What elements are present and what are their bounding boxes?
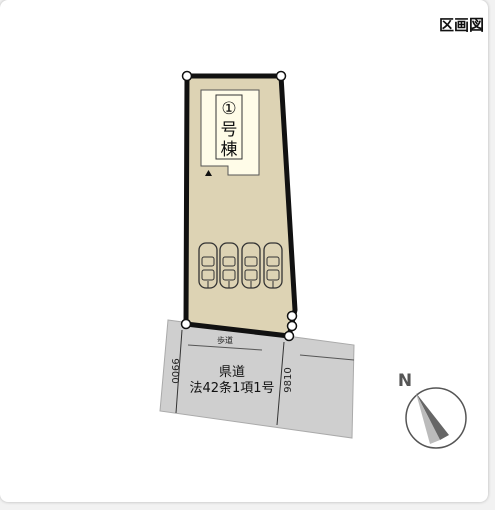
boundary-marker-se (283, 330, 295, 342)
parking-space-4 (263, 242, 283, 289)
map-title: 区画図 (438, 16, 484, 34)
road-edge-line (299, 354, 355, 361)
road-area (159, 319, 355, 439)
compass-north-label: N (398, 371, 412, 391)
boundary-marker-ne (275, 70, 287, 82)
road-width-left-dimension (175, 329, 183, 414)
road-width-right-label: 9810 (283, 367, 294, 392)
boundary-marker-e1 (286, 310, 298, 322)
compass-needle-light-icon (416, 393, 440, 444)
sidewalk-line (187, 344, 263, 351)
boundary-marker-e2 (286, 320, 298, 332)
boundary-marker-sw (180, 318, 192, 330)
boundary-marker-nw (181, 70, 193, 82)
building-label-box (215, 94, 243, 160)
road-name-line2: 法42条1項1号 (189, 380, 274, 396)
road-width-right-dimension (276, 341, 285, 426)
parking-space-2 (219, 242, 239, 289)
sidewalk-label: 歩道 (217, 335, 233, 345)
compass-needle-dark-icon (416, 393, 449, 440)
building-label-2: 棟 (221, 140, 238, 160)
road-width-left-label: 9900 (169, 358, 180, 383)
compass-rose: N (398, 371, 467, 449)
parking-space-1 (198, 242, 218, 289)
building-label-1: 号 (221, 120, 238, 140)
entrance-marker-icon (205, 170, 212, 176)
road-name-line1: 県道 (219, 365, 245, 380)
plot-map-card: 区画図 歩道 9900 9810 県道 法42条1項1号 ① 号 棟 (0, 0, 488, 502)
parking-space-3 (241, 242, 261, 289)
building-number: ① (221, 99, 236, 119)
